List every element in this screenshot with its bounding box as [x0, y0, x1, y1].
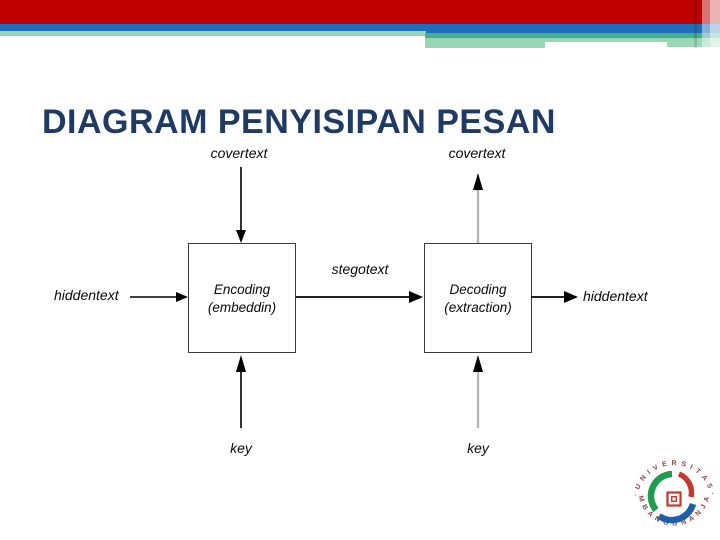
slide-title: DIAGRAM PENYISIPAN PESAN: [42, 103, 556, 141]
label-covertext-right: covertext: [448, 145, 506, 161]
header-bar-teal-right: [425, 33, 720, 38]
header-bar-red: [0, 0, 720, 24]
header-bar-lightgreen-right: [425, 38, 720, 42]
header-bar-lightgreen-corner: [667, 42, 720, 47]
arrow-key-to-decoding: [473, 355, 483, 428]
header-edge-stripe-pale: [702, 0, 710, 50]
label-stegotext: stegotext: [331, 261, 389, 277]
decoding-box-line1: Decoding: [449, 281, 507, 297]
header-edge-stripe-dark: [694, 0, 697, 48]
decoding-box: Decoding (extraction): [424, 243, 532, 353]
header-bar-blue: [0, 24, 720, 33]
arrow-key-to-encoding: [236, 355, 246, 428]
header-bar-green-left: [0, 31, 426, 36]
university-logo: · U N I V E R S I T A S · P E M B A N G …: [629, 454, 715, 528]
arrow-decoding-to-covertext: [473, 173, 483, 243]
header-bar-lightgreen-tail: [425, 42, 545, 48]
label-key-left: key: [230, 440, 252, 456]
logo-arc-top-text: · U N I V E R S I T A S ·: [632, 460, 715, 497]
arrow-encoding-to-decoding: [296, 291, 423, 303]
encoding-box-line1: Encoding: [213, 281, 271, 297]
label-hiddentext-left: hiddentext: [54, 287, 119, 303]
arrow-covertext-to-encoding: [236, 167, 246, 243]
label-covertext-left: covertext: [210, 145, 268, 161]
header-edge-stripe-paler: [710, 0, 720, 52]
arrow-hiddentext-to-encoding: [130, 292, 188, 302]
encoding-box: Encoding (embeddin): [188, 243, 296, 353]
decoding-box-line2: (extraction): [444, 299, 512, 315]
arrow-decoding-to-hiddentext: [531, 291, 578, 303]
logo-emblem-icon: [647, 470, 697, 524]
label-hiddentext-right: hiddentext: [583, 288, 648, 304]
label-key-right: key: [467, 440, 489, 456]
encoding-box-line2: (embeddin): [207, 299, 277, 315]
